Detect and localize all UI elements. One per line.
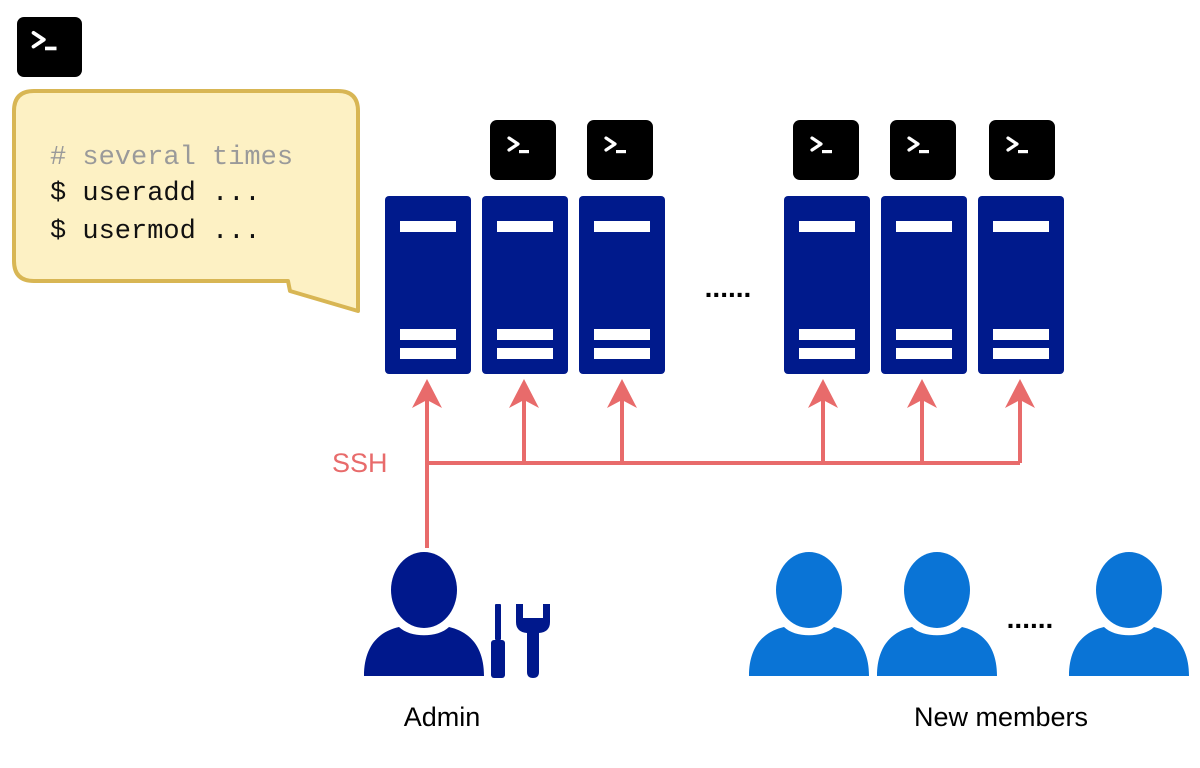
server-icon bbox=[784, 196, 870, 374]
servers-ellipsis: ...... bbox=[705, 272, 752, 303]
user-icon bbox=[749, 552, 869, 676]
callout-comment-line: # several times bbox=[50, 143, 293, 173]
terminal-icon bbox=[793, 120, 859, 180]
terminal-icon bbox=[989, 120, 1055, 180]
command-callout: # several times $ useradd ... $ usermod … bbox=[12, 89, 360, 313]
terminal-icon bbox=[490, 120, 556, 180]
server-icon bbox=[579, 196, 665, 374]
terminal-icon bbox=[890, 120, 956, 180]
server-icon bbox=[978, 196, 1064, 374]
members-ellipsis: ...... bbox=[1007, 603, 1054, 634]
ssh-connections bbox=[425, 398, 1022, 548]
callout-usermod-line: $ usermod ... bbox=[50, 217, 261, 247]
user-icon bbox=[877, 552, 997, 676]
ssh-arrowheads bbox=[412, 379, 1035, 408]
terminal-icon bbox=[587, 120, 653, 180]
ssh-label: SSH bbox=[332, 448, 388, 478]
admin-label: Admin bbox=[404, 702, 481, 732]
server-icon bbox=[385, 196, 471, 374]
tools-icon bbox=[491, 604, 550, 678]
callout-useradd-line: $ useradd ... bbox=[50, 179, 261, 209]
admin-icon bbox=[364, 552, 484, 676]
terminal-icon-main bbox=[17, 17, 82, 77]
server-icon bbox=[482, 196, 568, 374]
new-members-label: New members bbox=[914, 702, 1088, 732]
user-icon bbox=[1069, 552, 1189, 676]
server-icon bbox=[881, 196, 967, 374]
